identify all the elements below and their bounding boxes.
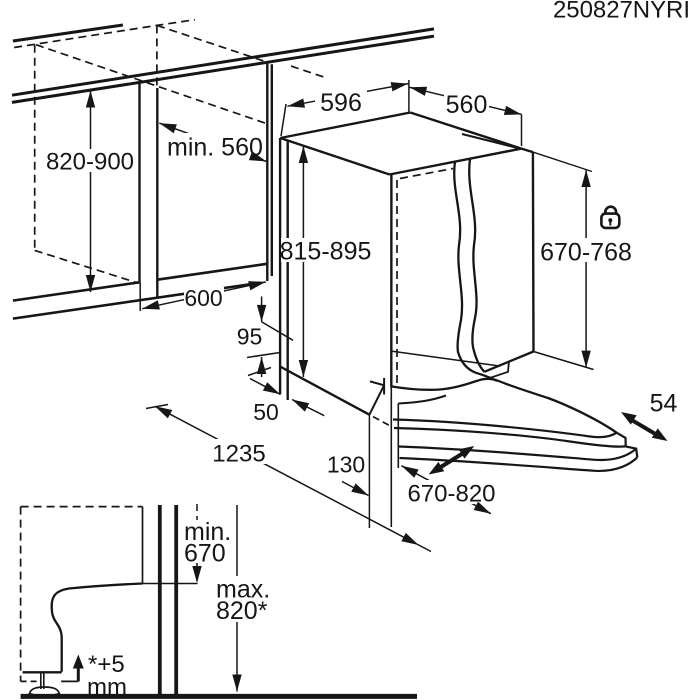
- svg-text:670-768: 670-768: [540, 239, 632, 267]
- svg-text:1235: 1235: [212, 441, 265, 468]
- svg-text:670-820: 670-820: [407, 481, 495, 508]
- svg-text:600: 600: [184, 285, 222, 311]
- svg-text:560: 560: [446, 91, 488, 119]
- svg-text:min. 560: min. 560: [167, 134, 263, 162]
- svg-text:130: 130: [327, 452, 365, 478]
- svg-text:95: 95: [237, 324, 263, 350]
- svg-text:54: 54: [650, 390, 678, 418]
- svg-text:670: 670: [184, 540, 226, 568]
- svg-text:max.: max.: [216, 576, 270, 604]
- svg-text:min.: min.: [184, 518, 231, 546]
- svg-text:*+5: *+5: [88, 651, 125, 678]
- svg-text:820*: 820*: [216, 597, 268, 625]
- svg-text:596: 596: [320, 89, 362, 117]
- svg-text:815-895: 815-895: [280, 238, 372, 266]
- svg-text:250827NYRI: 250827NYRI: [553, 0, 690, 24]
- svg-text:50: 50: [253, 399, 279, 425]
- svg-text:mm: mm: [87, 674, 127, 700]
- svg-text:820-900: 820-900: [46, 149, 134, 176]
